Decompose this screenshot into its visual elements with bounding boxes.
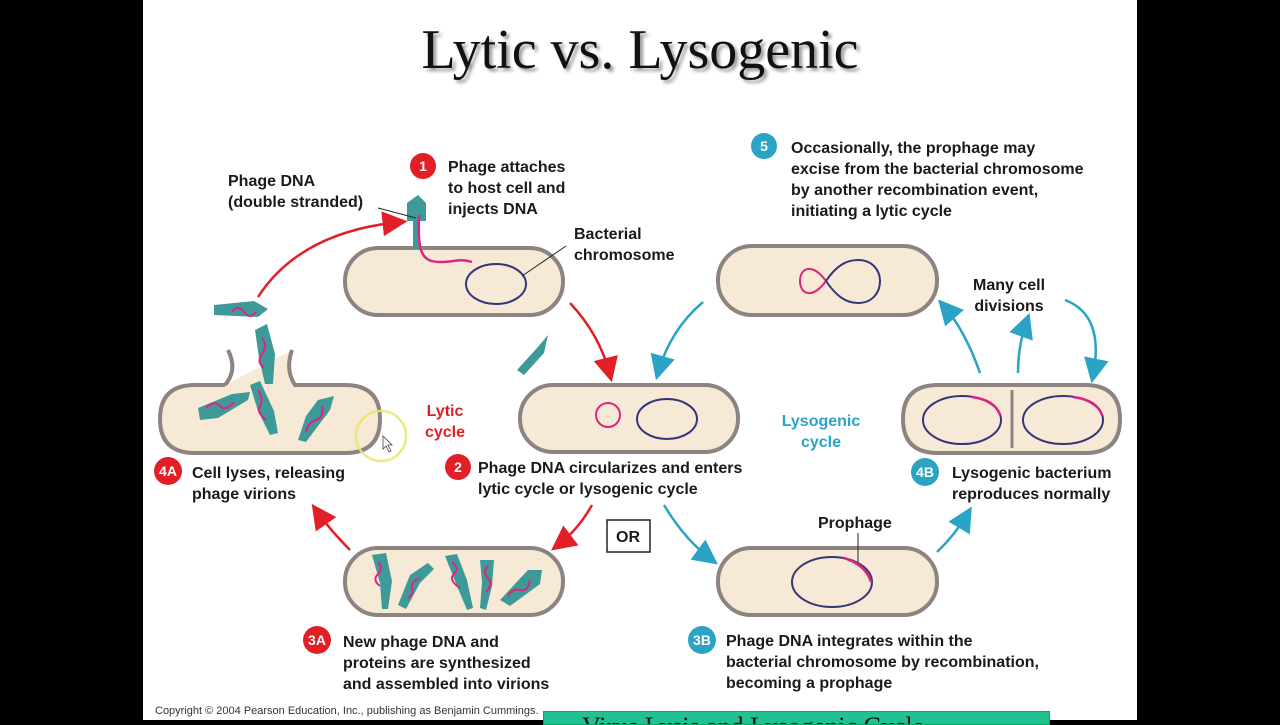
step-1-text: Phage attaches to host cell and injects … [448, 159, 565, 218]
text-line: proteins are synthesized [343, 655, 531, 672]
text-line: becoming a prophage [726, 675, 892, 692]
badge-label: 4B [916, 464, 934, 480]
slide-title: Lytic vs. Lysogenic [421, 19, 859, 81]
text-line: divisions [974, 298, 1043, 315]
step-3b-text: Phage DNA integrates within the bacteria… [726, 633, 1039, 692]
step-1-badge: 1 [410, 153, 436, 179]
slide: Lytic vs. Lysogenic [143, 0, 1137, 725]
text-line: cycle [801, 434, 841, 451]
lytic-cycle-label: Lytic cycle [425, 403, 465, 441]
text-line: Lysogenic [782, 413, 861, 430]
chromosome-with-prophage [922, 395, 1002, 445]
bacterial-chromosome [636, 398, 698, 440]
lysogenic-cycle-label: Lysogenic cycle [782, 413, 861, 451]
text-line: Lysogenic bacterium [952, 465, 1111, 482]
text-line: Phage attaches [448, 159, 565, 176]
phage-dna-label: Phage DNA (double stranded) [228, 173, 363, 211]
text-line: excise from the bacterial chromosome [791, 161, 1084, 178]
badge-label: 3B [693, 632, 711, 648]
cell-lysed [157, 349, 383, 455]
lysed-wall [223, 349, 235, 387]
new-virions [372, 553, 542, 610]
mouse-cursor-icon [382, 435, 393, 453]
text-line: by another recombination event, [791, 182, 1038, 199]
text-line: lytic cycle or lysogenic cycle [478, 481, 698, 498]
badge-label: 4A [159, 463, 177, 479]
text-line: Many cell [973, 277, 1045, 294]
cell-step1 [343, 246, 565, 317]
copyright: Copyright © 2004 Pearson Education, Inc.… [155, 705, 539, 717]
badge-label: 1 [419, 158, 427, 174]
prophage-segment [1072, 395, 1104, 416]
text-line: Occasionally, the prophage may [791, 140, 1035, 157]
text-line: bacterial chromosome by recombination, [726, 654, 1039, 671]
or-label: OR [616, 529, 640, 546]
text-line: reproduces normally [952, 486, 1110, 503]
step-2-text: Phage DNA circularizes and enters lytic … [478, 460, 742, 498]
prophage-segment [843, 556, 873, 583]
or-box: OR [606, 519, 651, 553]
prophage-label: Prophage [818, 515, 892, 532]
cell-step2 [518, 383, 740, 454]
badge-label: 5 [760, 138, 768, 154]
text-line: New phage DNA and [343, 634, 499, 651]
step-5-text: Occasionally, the prophage may excise fr… [791, 140, 1084, 220]
prophage-segment [971, 395, 1002, 416]
cell-step3b [716, 546, 939, 617]
circular-phage-dna [595, 402, 621, 428]
text-line: initiating a lytic cycle [791, 203, 952, 220]
text-line: cycle [425, 424, 465, 441]
text-line: Bacterial [574, 226, 642, 243]
chromosome-with-prophage [791, 556, 873, 608]
text-line: Cell lyses, releasing [192, 465, 345, 482]
text-line: (double stranded) [228, 194, 363, 211]
step-3b-badge: 3B [688, 626, 716, 654]
lytic-lysogenic-diagram: 1 2 3A 4A 5 4B 3B Phage attaches to host… [154, 133, 1123, 717]
virion-dna [374, 561, 531, 599]
step-5-badge: 5 [751, 133, 777, 159]
text-line: and assembled into virions [343, 676, 549, 693]
step-2-badge: 2 [445, 454, 471, 480]
text-line: to host cell and [448, 180, 565, 197]
step-3a-text: New phage DNA and proteins are synthesiz… [343, 634, 549, 693]
step-4a-text: Cell lyses, releasing phage virions [192, 465, 345, 503]
caption-banner: Virus Lysis and Lysogenic Cycle [543, 711, 1050, 725]
excised-prophage [798, 268, 827, 294]
chromosome-with-prophage [1022, 395, 1104, 445]
lytic-arrows [256, 211, 618, 551]
released-virion-dna [205, 307, 324, 433]
pointer-line [521, 245, 567, 277]
text-line: Lytic [427, 403, 464, 420]
text-line: Phage DNA [228, 173, 316, 190]
many-divisions-label: Many cell divisions [973, 277, 1045, 315]
text-line: phage virions [192, 486, 296, 503]
badge-label: 2 [454, 459, 462, 475]
text-line: chromosome [574, 247, 675, 264]
bacterial-chromosome [825, 258, 882, 305]
text-line: Phage DNA circularizes and enters [478, 460, 742, 477]
bacterial-chromosome-label: Bacterial chromosome [574, 226, 675, 264]
step-4b-badge: 4B [911, 458, 939, 486]
text-line: Phage DNA integrates within the [726, 633, 973, 650]
step-3a-badge: 3A [303, 626, 331, 654]
cursor-highlight [354, 409, 408, 463]
text-line: injects DNA [448, 201, 538, 218]
banner-text: Virus Lysis and Lysogenic Cycle [544, 714, 1049, 725]
phage-attached [407, 195, 426, 249]
bacterial-chromosome [465, 263, 527, 305]
injected-dna [417, 214, 473, 264]
lysogenic-arrows [650, 298, 1109, 565]
step-4b-text: Lysogenic bacterium reproduces normally [952, 465, 1111, 503]
badge-label: 3A [308, 632, 326, 648]
free-phage [517, 335, 548, 375]
step-4a-badge: 4A [154, 457, 182, 485]
